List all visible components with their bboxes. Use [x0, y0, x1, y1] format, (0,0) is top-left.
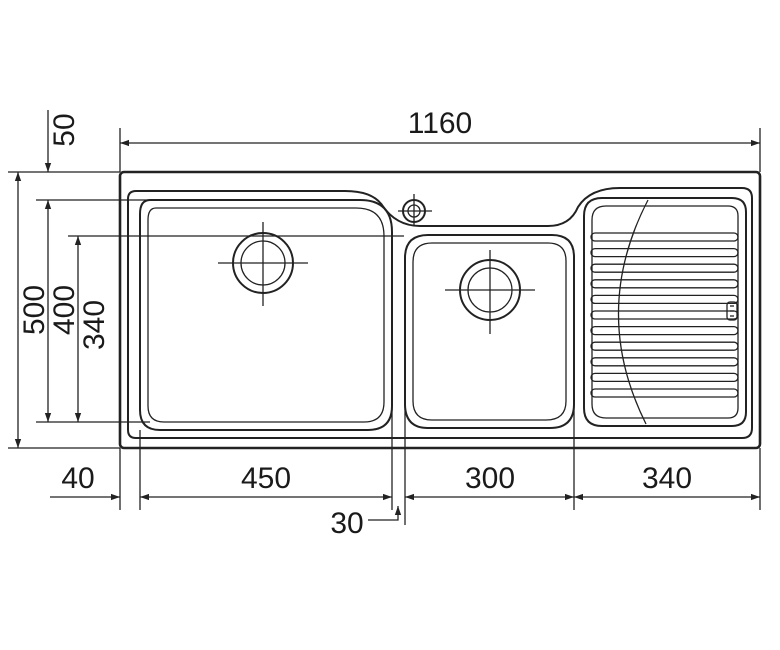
drainer-groove	[590, 279, 739, 289]
dimension-lines	[14, 110, 760, 521]
drainer-panel-inner	[591, 205, 739, 419]
drainer-panel-outer	[583, 197, 747, 427]
large-bowl-inner	[147, 207, 385, 423]
label-340-horizontal: 340	[642, 462, 692, 495]
drainer-groove	[590, 372, 739, 383]
drainer-groove	[590, 294, 739, 305]
large-bowl-outer	[139, 199, 393, 431]
label-400: 400	[48, 285, 81, 335]
label-30: 30	[330, 507, 363, 540]
label-500: 500	[18, 285, 51, 335]
sink-outer-rim	[118, 170, 762, 450]
label-340-vertical: 340	[78, 300, 111, 350]
sink-outline	[118, 170, 762, 450]
drainer-groove	[590, 357, 739, 367]
large-bowl	[139, 199, 393, 431]
drainer	[583, 197, 747, 427]
small-bowl	[404, 234, 575, 429]
drainer-grooves	[590, 232, 739, 398]
sink-inner-rim	[127, 187, 753, 439]
label-40: 40	[61, 462, 94, 495]
drainer-groove	[590, 263, 739, 273]
dim-leader-30	[368, 506, 402, 521]
drainer-groove	[590, 388, 739, 398]
drainer-groove	[590, 232, 739, 242]
drainer-groove	[590, 247, 739, 258]
drainer-curve	[617, 199, 649, 425]
drainer-groove	[590, 310, 739, 320]
label-50: 50	[48, 113, 81, 146]
drainer-groove	[590, 325, 739, 336]
dimension-labels: 1160 50 500 400 340 40 450 300 340 30	[18, 107, 692, 540]
tap-hole	[398, 194, 432, 226]
small-bowl-inner	[412, 242, 567, 421]
label-1160: 1160	[408, 107, 473, 140]
label-300: 300	[465, 462, 515, 495]
drainer-groove	[590, 341, 739, 351]
overflow-slot	[726, 301, 738, 321]
label-450: 450	[241, 462, 291, 495]
small-bowl-outer	[404, 234, 575, 429]
